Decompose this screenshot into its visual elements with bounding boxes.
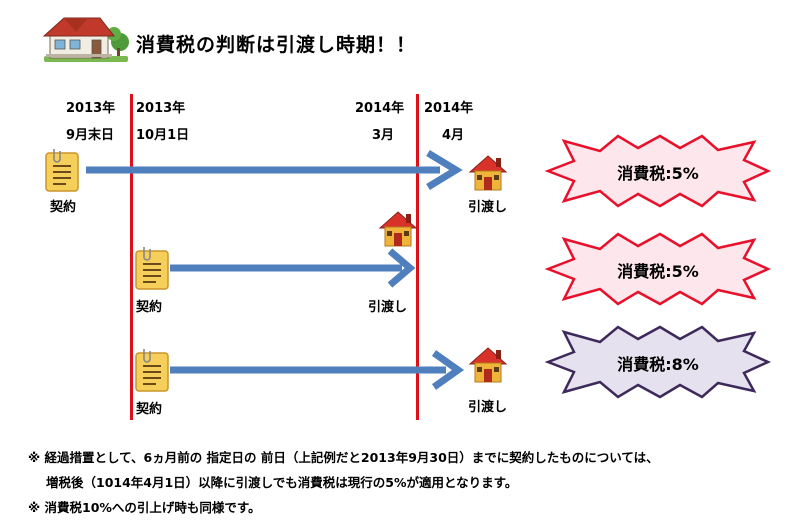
contract-label-2: 契約 [136, 300, 163, 315]
note-line-3: ※ 消費税10%への引上げ時も同様です。 [28, 500, 261, 515]
date-month-2: 10月1日 [136, 128, 190, 143]
date-year-2: 2013年 [136, 101, 186, 116]
tax-burst-2 [544, 232, 772, 306]
date-year-1: 2013年 [66, 101, 116, 116]
tax-burst-3 [544, 325, 772, 399]
contract-label-1: 契約 [50, 200, 77, 215]
document-icon [45, 149, 79, 192]
date-year-4: 2014年 [424, 101, 474, 116]
date-month-1: 9月末日 [66, 128, 115, 143]
date-month-4: 4月 [442, 128, 465, 143]
tax-rate-label-3: 消費税:8% [617, 355, 699, 374]
date-year-3: 2014年 [355, 101, 405, 116]
document-icon [135, 349, 169, 392]
delivery-label-1: 引渡し [468, 200, 508, 215]
home-icon [378, 211, 418, 247]
tax-burst-1 [544, 134, 772, 208]
delivery-label-3: 引渡し [468, 400, 508, 415]
tax-rate-label-1: 消費税:5% [617, 164, 699, 183]
home-icon [468, 347, 508, 383]
document-icon [135, 247, 169, 290]
tax-rate-label-2: 消費税:5% [617, 262, 699, 281]
contract-label-3: 契約 [136, 402, 163, 417]
house-icon [42, 17, 129, 62]
page-title: 消費税の判断は引渡し時期！！ [136, 34, 417, 56]
delivery-label-2: 引渡し [368, 300, 408, 315]
note-line-2: 増税後（1014年4月1日）以降に引渡しでも消費税は現行の5%が適用となります。 [46, 475, 518, 490]
date-month-3: 3月 [372, 128, 395, 143]
divider-line-oct1 [130, 94, 133, 420]
divider-line-apr [416, 94, 419, 420]
note-line-1: ※ 経過措置として、6ヵ月前の 指定日の 前日（上記例だと2013年9月30日）… [28, 450, 659, 465]
home-icon [468, 155, 508, 191]
